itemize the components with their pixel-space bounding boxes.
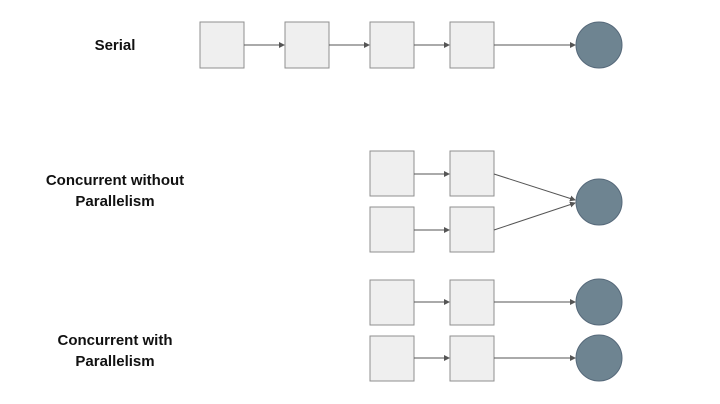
serial-task-1 xyxy=(199,21,245,69)
serial-task-4 xyxy=(449,21,495,69)
cnp-result xyxy=(575,178,623,226)
concurrent-without-parallelism-line-2: Parallelism xyxy=(75,193,155,210)
concurrent-without-parallelism-label: Concurrent without Parallelism xyxy=(20,170,210,212)
cnp-task-b1 xyxy=(369,206,415,253)
serial-row xyxy=(199,21,623,69)
concurrent-with-parallelism-label: Concurrent with Parallelism xyxy=(20,330,210,372)
concurrent-with-parallelism-row xyxy=(369,278,623,382)
serial-result xyxy=(575,21,623,69)
cnp-task-a1 xyxy=(369,150,415,197)
cwp-result-a xyxy=(575,278,623,326)
serial-task-2 xyxy=(284,21,330,69)
concurrent-without-parallelism-line-1: Concurrent without xyxy=(45,172,185,189)
cwp-task-a1 xyxy=(369,279,415,326)
cnp-task-b2 xyxy=(449,206,495,253)
concurrent-with-parallelism-line-2: Parallelism xyxy=(75,353,155,370)
cnp-merge-arrow-a xyxy=(493,173,576,202)
concurrent-without-parallelism-row xyxy=(369,150,623,253)
cwp-task-b2 xyxy=(449,335,495,382)
cnp-merge-arrow-b xyxy=(493,201,576,231)
serial-task-3 xyxy=(369,21,415,69)
serial-label: Serial xyxy=(60,35,170,56)
cwp-result-b xyxy=(575,334,623,382)
concurrent-with-parallelism-line-1: Concurrent with xyxy=(57,332,173,349)
serial-label-text: Serial xyxy=(94,37,136,54)
cnp-task-a2 xyxy=(449,150,495,197)
cwp-task-a2 xyxy=(449,279,495,326)
cwp-task-b1 xyxy=(369,335,415,382)
